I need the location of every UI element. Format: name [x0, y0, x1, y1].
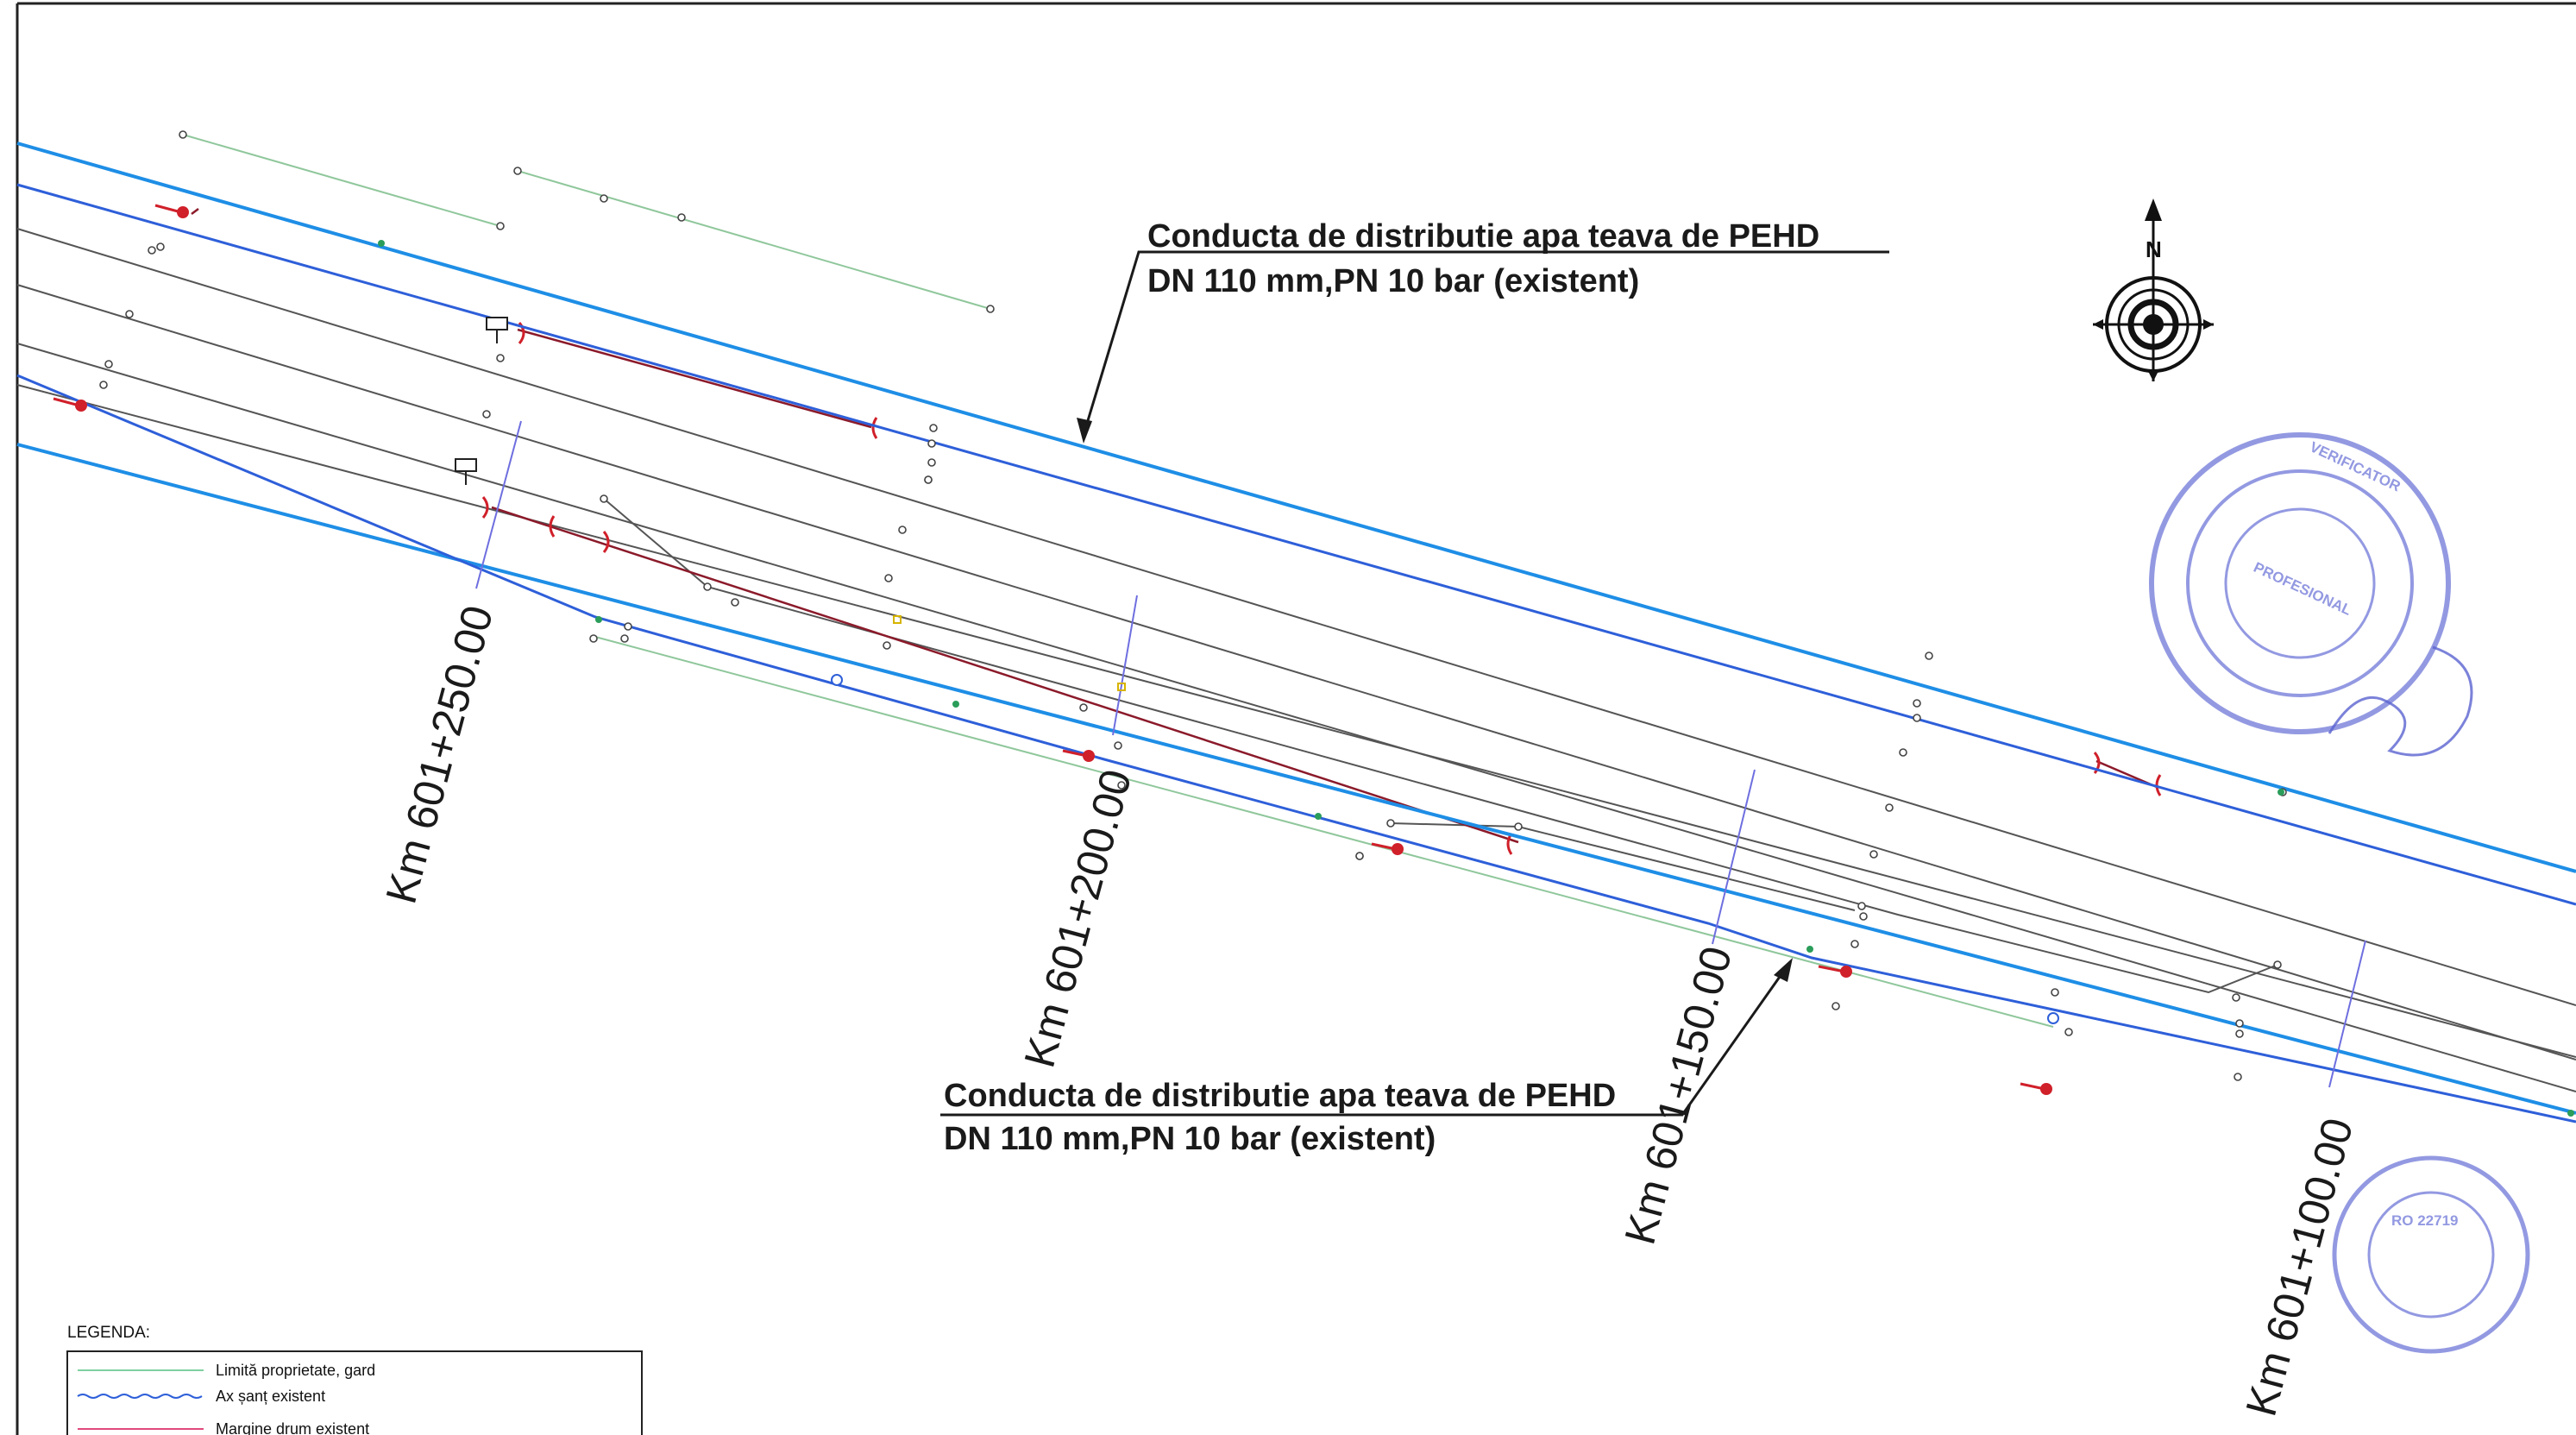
water-pipe-lower	[16, 443, 2576, 1115]
property-line	[594, 636, 2054, 1028]
hydrants	[53, 204, 2052, 1095]
north-arrow-compass-icon: N	[2093, 198, 2214, 381]
pipe-callout-upper-line1: Conducta de distributie apa teava de PEH…	[1147, 218, 1819, 255]
yellow-markers	[893, 615, 1126, 691]
hydrant-icon	[53, 397, 87, 412]
property-lines	[182, 134, 2054, 1028]
arrow-head-icon	[1077, 418, 1092, 444]
hydrant-icon	[1371, 842, 1404, 855]
valve-symbols	[455, 317, 508, 485]
pipe-callout-upper-line2: DN 110 mm,PN 10 bar (existent)	[1147, 263, 1639, 299]
hydrant-icon	[1818, 965, 1852, 978]
legend: LEGENDA: Limită proprietate, gard Ax șan…	[66, 1324, 643, 1435]
stamp-text: RO 22719	[2391, 1212, 2459, 1229]
ditch-points	[378, 240, 2574, 1117]
arrow-head-icon	[1774, 958, 1793, 982]
ditch-axes	[16, 183, 2576, 1123]
legend-item-label: Margine drum existent	[216, 1420, 369, 1435]
hydrant-icon	[154, 204, 189, 218]
road-edges	[16, 228, 2576, 1092]
callout-leaders	[940, 250, 1889, 1117]
arc-marks	[481, 322, 2162, 855]
verifier-stamp-icon: VERIFICATOR PROFESIONAL	[2149, 432, 2451, 734]
chainage-label: Km 601+100.00	[2237, 1113, 2363, 1421]
pipe-callout-lower-line1: Conducta de distributie apa teava de PEH…	[944, 1078, 1616, 1114]
chainage-label: Km 601+200.00	[1015, 765, 1141, 1073]
signature-icon	[2328, 645, 2473, 757]
survey-points	[99, 130, 2287, 1081]
manhole-symbols	[831, 674, 2059, 1024]
legend-title: LEGENDA:	[67, 1324, 150, 1342]
hydrant-icon	[2020, 1082, 2052, 1095]
legend-item-label: Ax șanț existent	[216, 1388, 325, 1405]
pipe-callout-lower-line2: DN 110 mm,PN 10 bar (existent)	[944, 1121, 1436, 1157]
water-pipes	[16, 142, 2576, 1115]
north-label: N	[2146, 236, 2162, 262]
company-seal-icon: RO 22719	[2332, 1155, 2530, 1354]
legend-item-label: Limită proprietate, gard	[216, 1362, 375, 1379]
property-line	[517, 170, 991, 310]
water-pipe-upper	[16, 142, 2576, 873]
chainage-label: Km 601+150.00	[1616, 941, 1742, 1249]
stamp-text: PROFESIONAL	[2251, 559, 2353, 619]
drawing-frame	[16, 2, 2576, 1435]
property-line	[182, 134, 501, 227]
chainage-label: Km 601+250.00	[377, 601, 503, 909]
chainage-ticks	[475, 420, 2366, 1088]
hydrant-icon	[1062, 749, 1095, 762]
